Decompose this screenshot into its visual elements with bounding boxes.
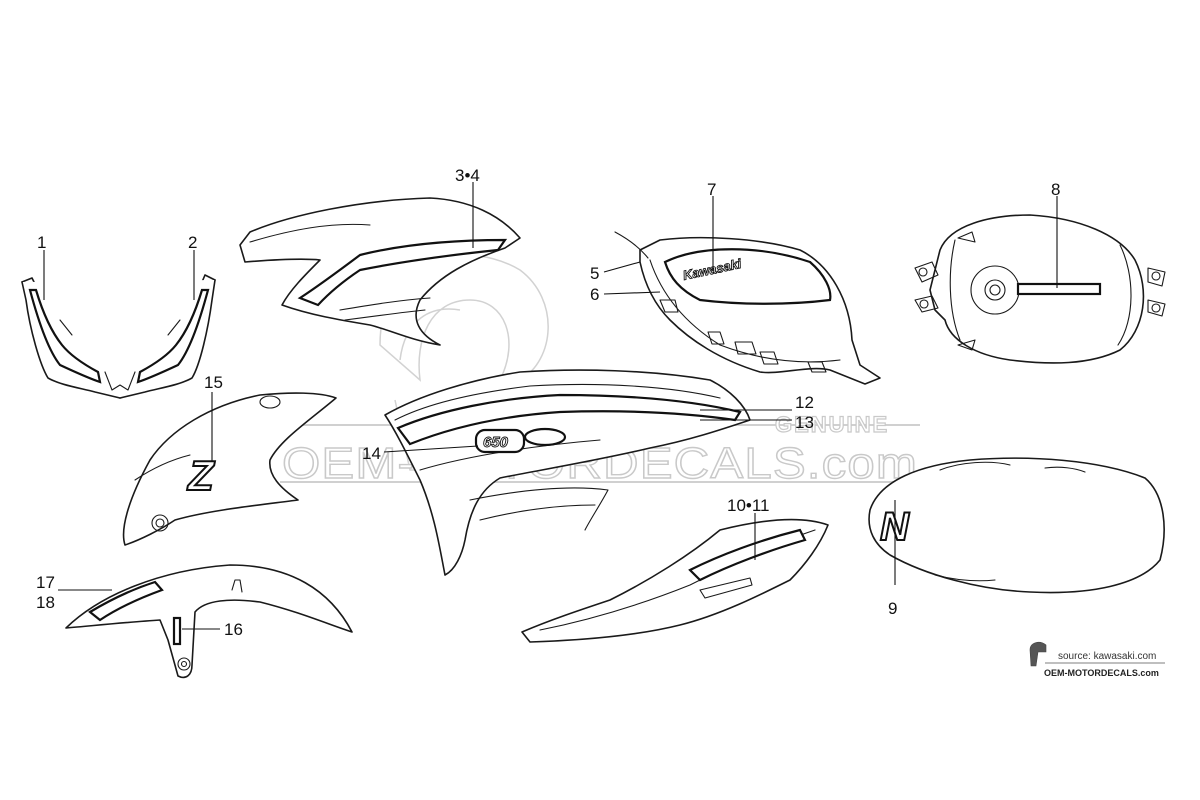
part-fuel-tank	[914, 214, 1166, 364]
callout-2: 2	[188, 233, 197, 252]
callout-18: 18	[36, 593, 55, 612]
part-side-cover-upper	[239, 197, 521, 346]
decal-stripe-right	[136, 288, 210, 384]
leader-6	[603, 291, 661, 295]
callout-13: 13	[795, 413, 814, 432]
helmet-logo-icon	[1029, 641, 1047, 667]
decal-fender-stripe	[88, 580, 164, 622]
decal-stripe-left	[28, 288, 102, 384]
watermark-text: OEM-MOTORDECALS.com	[282, 439, 918, 488]
decal-z-logo: Z	[187, 452, 215, 499]
decal-tank-stripe	[1016, 282, 1102, 296]
watermark-badge: GENUINE	[775, 412, 889, 437]
part-seat: N	[868, 457, 1165, 594]
decal-stripe-upper-fairing	[297, 238, 508, 307]
decal-fender-mark	[172, 616, 182, 646]
leader-14	[383, 445, 479, 453]
source-credit-text: source: kawasaki.com	[1058, 651, 1156, 662]
callout-15: 15	[204, 373, 223, 392]
callout-1: 1	[37, 233, 46, 252]
decal-tail-stripe	[688, 528, 807, 582]
decal-tank-panel	[663, 248, 832, 305]
callout-7: 7	[707, 180, 716, 199]
callout-17: 17	[36, 573, 55, 592]
part-front-cowl	[21, 274, 216, 399]
part-front-fender	[65, 564, 353, 679]
source-credit: source: kawasaki.com OEM-MOTORDECALS.com	[1029, 641, 1165, 678]
callout-9: 9	[888, 599, 897, 618]
leader-5	[603, 261, 641, 273]
leader-lines	[43, 182, 1058, 630]
source-site-text: OEM-MOTORDECALS.com	[1044, 668, 1159, 678]
decal-model-badge	[474, 428, 526, 454]
watermark: GENUINE OEM-MOTORDECALS.com	[280, 254, 920, 489]
callout-8: 8	[1051, 180, 1060, 199]
callout-10-11: 10•11	[727, 496, 770, 515]
decal-oval	[523, 427, 567, 447]
part-tank-cover: Kawasaki	[614, 231, 881, 385]
callout-14: 14	[362, 444, 381, 463]
part-radiator-shroud: Z	[122, 392, 337, 546]
callout-3-4: 3•4	[455, 166, 480, 185]
callout-16: 16	[224, 620, 243, 639]
callout-6: 6	[590, 285, 599, 304]
part-tail-cowl	[521, 518, 829, 643]
callout-labels: 1 2 3•4 5 6 7 8 9 10•11 12 13 14 15 16 1…	[36, 166, 1060, 639]
decal-650-logo: 650	[483, 434, 509, 451]
callout-12: 12	[795, 393, 814, 412]
callout-5: 5	[590, 264, 599, 283]
part-side-fairing-main: 650	[384, 369, 751, 576]
